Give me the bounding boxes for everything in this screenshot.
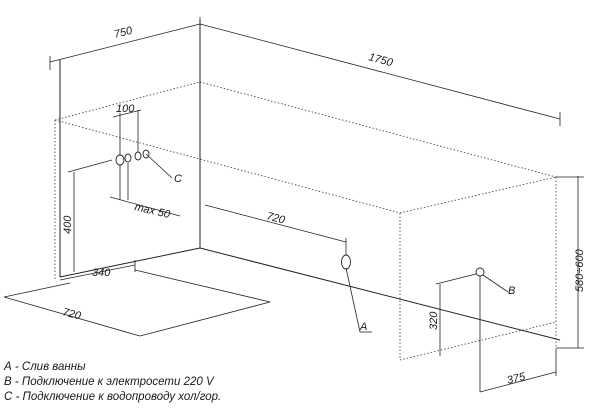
dimension-400 bbox=[67, 159, 113, 272]
dimension-320 bbox=[435, 273, 477, 356]
dimension-580-600-label: 580÷600 bbox=[574, 248, 586, 292]
dimension-100 bbox=[112, 109, 142, 160]
callout-b-leader bbox=[482, 274, 509, 293]
dimension-100-label: 100 bbox=[116, 103, 135, 115]
floor-left-edge bbox=[59, 247, 201, 278]
dimension-375-label: 375 bbox=[506, 371, 528, 387]
dimension-720-floor-label: 720 bbox=[61, 306, 83, 322]
dimension-720-drain-label: 720 bbox=[265, 210, 287, 227]
callout-c-leader bbox=[145, 153, 173, 179]
dimension-max-50 bbox=[109, 163, 181, 217]
legend-item-water: С - Подключение к водопроводу хол/гор. bbox=[4, 391, 222, 403]
electric-socket bbox=[475, 267, 485, 277]
dimension-750-label: 750 bbox=[113, 25, 135, 41]
dimension-340-label: 340 bbox=[92, 267, 111, 279]
dimension-340 bbox=[59, 260, 271, 303]
floor-back-edge bbox=[199, 247, 561, 341]
tub-top-front-edge bbox=[54, 119, 401, 214]
dimension-720-floor bbox=[3, 282, 271, 337]
callout-b-label: B bbox=[508, 285, 515, 297]
dimension-max-50-label: max 50 bbox=[133, 201, 172, 221]
tub-top-left-edge bbox=[54, 81, 201, 121]
dimension-580-600 bbox=[556, 176, 584, 349]
tub-top-back-edge bbox=[199, 81, 557, 178]
dimension-400-label: 400 bbox=[62, 215, 74, 234]
dimension-320-label: 320 bbox=[428, 311, 440, 330]
legend-item-drain: А - Слив ванны bbox=[4, 361, 86, 373]
dimension-1750-label: 1750 bbox=[367, 51, 395, 69]
tub-bottom-right-edge bbox=[399, 321, 557, 361]
room-outline bbox=[59, 20, 561, 341]
bathtub-box bbox=[54, 81, 557, 361]
legend-item-electric: В - Подключение к электросети 220 V bbox=[4, 376, 214, 388]
drain-outlet bbox=[341, 254, 351, 270]
callout-a-leader bbox=[345, 267, 372, 333]
dimension-750 bbox=[49, 17, 201, 70]
callout-a-label: A bbox=[359, 321, 367, 333]
water-connections bbox=[115, 149, 150, 166]
callout-c-label: C bbox=[174, 173, 182, 185]
dimension-1750 bbox=[199, 23, 561, 126]
dimension-375 bbox=[479, 276, 557, 393]
legend: А - Слив ванны В - Подключение к электро… bbox=[4, 360, 221, 405]
tub-top-right-edge bbox=[399, 176, 557, 214]
